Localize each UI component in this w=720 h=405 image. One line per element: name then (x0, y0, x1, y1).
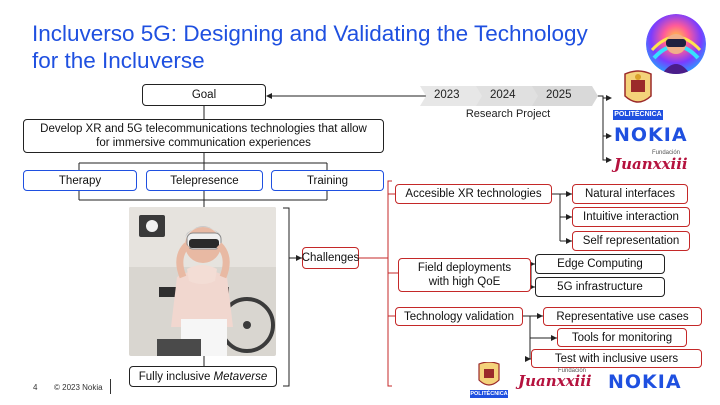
item-self-representation-label: Self representation (582, 235, 680, 247)
slide-title: Incluverso 5G: Designing and Validating … (32, 20, 632, 74)
challenges-box: Challenges (302, 247, 359, 269)
item-self-representation: Self representation (572, 231, 690, 251)
item-representative-use-cases-label: Representative use cases (556, 310, 689, 323)
outcome-box: Fully inclusive Metaverse (129, 366, 277, 387)
challenge-technology-validation-label: Technology validation (404, 310, 514, 323)
item-intuitive-interaction-label: Intuitive interaction (583, 211, 679, 223)
fundacion-label-top: Fundación (652, 150, 681, 156)
challenge-technology-validation: Technology validation (395, 307, 523, 326)
slide-title-line2: for the Incluverse (32, 48, 205, 73)
politecnica-label-top: POLITÉCNICA (613, 110, 663, 120)
area-therapy-label: Therapy (58, 174, 102, 187)
woman-vr-headset-photo (129, 207, 276, 356)
goal-description-box: Develop XR and 5G telecommunications tec… (23, 119, 384, 153)
item-5g-infrastructure: 5G infrastructure (535, 277, 665, 297)
item-tools-for-monitoring: Tools for monitoring (557, 328, 687, 347)
goal-box: Goal (142, 84, 266, 106)
juanxxiii-logo-top: Fundación Juanxxiii (614, 150, 694, 174)
timeline-year-2023: 2023 (434, 89, 460, 101)
footer-divider (110, 379, 111, 394)
challenge-accessible-xr: Accesible XR technologies (395, 184, 552, 204)
juanxxiii-logo-bottom: Fundación Juanxxiii (518, 368, 598, 392)
avatar-vr-image (646, 14, 706, 74)
item-natural-interfaces: Natural interfaces (572, 184, 688, 204)
research-project-label: Research Project (465, 108, 551, 120)
outcome-label-italic: Metaverse (213, 370, 268, 383)
timeline: 2023 2024 2025 (420, 86, 598, 106)
timeline-year-2024: 2024 (490, 89, 516, 101)
area-telepresence-label: Telepresence (170, 174, 239, 187)
juanxxiii-label-top: Juanxxiii (614, 155, 688, 173)
fundacion-label-bottom: Fundación (558, 368, 587, 374)
timeline-year-2025: 2025 (546, 89, 572, 101)
area-training: Training (271, 170, 384, 191)
outcome-label-prefix: Fully inclusive (138, 370, 214, 383)
item-tools-for-monitoring-label: Tools for monitoring (571, 331, 673, 344)
goal-description-line1: Develop XR and 5G telecommunications tec… (40, 123, 367, 135)
politecnica-logo-bottom: POLITÉCNICA (470, 362, 508, 400)
challenges-label: Challenges (301, 252, 360, 264)
area-therapy: Therapy (23, 170, 137, 191)
item-edge-computing: Edge Computing (535, 254, 665, 274)
politecnica-label-bottom: POLITÉCNICA (470, 390, 508, 398)
item-test-with-inclusive-users-label: Test with inclusive users (554, 352, 679, 365)
area-telepresence: Telepresence (146, 170, 263, 191)
copyright: © 2023 Nokia (54, 383, 103, 392)
politecnica-logo-top: POLITÉCNICA (613, 70, 663, 122)
juanxxiii-label-bottom: Juanxxiii (518, 372, 592, 390)
challenge-field-deployments-line1: Field deployments (417, 262, 512, 274)
item-test-with-inclusive-users: Test with inclusive users (531, 349, 702, 368)
challenge-field-deployments: Field deployments with high QoE (398, 258, 531, 292)
goal-label: Goal (191, 89, 217, 101)
goal-description-line2: for immersive communication experiences (96, 137, 311, 149)
item-intuitive-interaction: Intuitive interaction (572, 207, 690, 227)
slide-title-line1: Incluverso 5G: Designing and Validating … (32, 21, 588, 46)
nokia-logo-top: NOKIA (614, 124, 688, 146)
nokia-logo-bottom: NOKIA (608, 371, 682, 393)
item-natural-interfaces-label: Natural interfaces (584, 188, 676, 200)
area-training-label: Training (306, 174, 349, 187)
challenge-field-deployments-line2: with high QoE (428, 276, 501, 288)
item-5g-infrastructure-label: 5G infrastructure (557, 281, 643, 293)
page-number: 4 (33, 383, 38, 392)
challenge-accessible-xr-label: Accesible XR technologies (405, 188, 542, 200)
item-edge-computing-label: Edge Computing (557, 258, 643, 270)
item-representative-use-cases: Representative use cases (543, 307, 702, 326)
